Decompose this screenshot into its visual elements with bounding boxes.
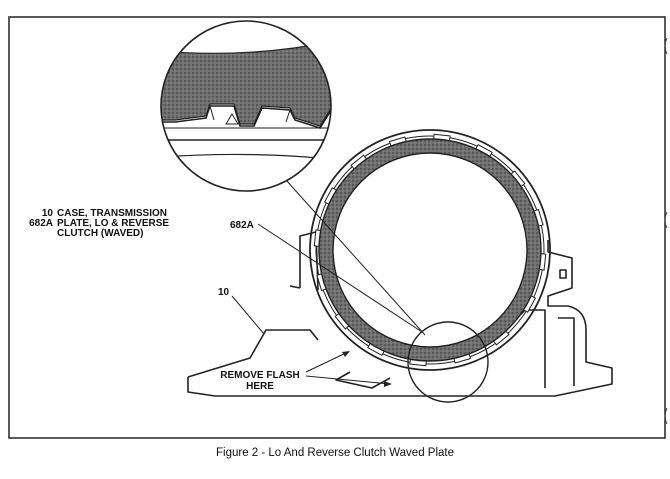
legend-item-plate-cont: CLUTCH (WAVED): [57, 228, 144, 239]
plate-outer-edge: [318, 138, 542, 362]
housing-inner-ring: [315, 135, 545, 365]
callout-remove-flash: REMOVE FLASH HERE: [220, 370, 300, 392]
arrowhead-2: [384, 381, 392, 387]
scan-margin-marks: [664, 37, 668, 425]
detail-circle: [407, 321, 489, 403]
remove-flash-leader-2: [305, 375, 391, 385]
housing-outer-ring: [309, 129, 551, 371]
waved-clutch-plate: [319, 139, 541, 361]
ref-682a-leader: [257, 223, 423, 333]
ref-10-leader: [231, 295, 265, 335]
inset-connector-line: [285, 179, 426, 336]
callout-10: 10: [218, 287, 230, 298]
arrowhead-1: [342, 351, 350, 357]
magnified-inset: [160, 20, 332, 192]
callout-682a: 682A: [230, 220, 254, 231]
figure-caption: Figure 2 - Lo And Reverse Clutch Waved P…: [216, 447, 454, 459]
remove-flash-leader-1: [305, 351, 349, 373]
leader-lines: [231, 179, 426, 385]
plate-inner-edge: [332, 152, 528, 348]
figure-frame: [8, 16, 666, 439]
